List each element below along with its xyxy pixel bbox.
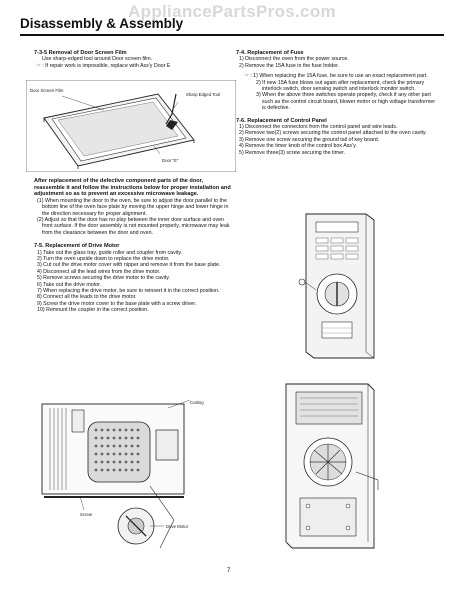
fuse-step: 2) Remove the 15A fuse in the fuse holde… — [239, 62, 340, 69]
drive-motor-step: 7) When replacing the drive motor, be su… — [37, 288, 220, 295]
control-panel-front-figure — [298, 213, 375, 359]
drive-motor-step: 2) Turn the oven upside down to replace … — [37, 256, 170, 263]
fuse-note: 2) If new 15A fuse blows out again after… — [256, 79, 425, 93]
page-title: Disassembly & Assembly — [20, 16, 184, 31]
drive-motor-step: 1) Take out the glass tray, guide roller… — [37, 249, 183, 256]
control-panel-step: 1) Disconnect the connectors from the co… — [239, 124, 398, 131]
control-panel-step: 2) Remove two(2) screws securing the con… — [239, 130, 427, 137]
drive-motor-step: 8) Connect all the leads to the drive mo… — [37, 294, 137, 301]
label-cutting: Cutting — [190, 400, 204, 405]
drive-motor-figure: Cutting Screw Drive Motor — [41, 400, 204, 549]
right-column: 7-4. Replacement of Fuse 1) Disconnect t… — [236, 48, 436, 156]
fuse-note: 3) When the above three switches operate… — [256, 92, 436, 112]
drive-motor-step: 6) Take out the drive motor. — [37, 281, 102, 288]
drive-motor-step: 3) Cut out the drive motor cover with ni… — [37, 262, 221, 269]
label-door-e: Door "E" — [162, 158, 179, 163]
label-drive-motor: Drive Motor — [166, 524, 189, 529]
reassembly-notice: After replacement of the defective compo… — [34, 178, 231, 198]
door-screen-film-figure: Door Screen Film Sharp Edged Tool Door "… — [26, 80, 236, 172]
fuse-step: 1) Disconnect the oven from the power so… — [239, 56, 349, 63]
drive-motor-step: 5) Remove screws securing the drive moto… — [37, 275, 170, 282]
label-door-screen-film: Door Screen Film — [30, 88, 64, 93]
section-74-heading: 7-4. Replacement of Fuse — [236, 50, 304, 56]
page-number: 7 — [227, 568, 231, 574]
title-rule — [20, 34, 444, 36]
drive-motor-step: 9) Screw the drive motor cover to the ba… — [37, 300, 197, 307]
section-76-heading: 7-6. Replacement of Control Panel — [236, 117, 327, 124]
label-screw: Screw — [80, 512, 93, 517]
drive-motor-step: 4) Disconnect all the lead wires from th… — [37, 268, 161, 275]
section-735-heading: 7-3-5 Removal of Door Screen Film — [34, 50, 127, 56]
notice-item: (1) When mounting the door to the oven, … — [37, 197, 229, 217]
drive-motor-step: 10) Remount the coupler in the correct p… — [37, 307, 149, 314]
control-panel-step: 5) Remove three(3) screw securing the ti… — [239, 149, 345, 156]
section-75-heading: 7-5. Replacement of Drive Motor — [34, 243, 120, 250]
control-panel-rear-figure — [285, 383, 379, 549]
left-column-lower: After replacement of the defective compo… — [34, 178, 234, 314]
control-panel-step: 4) Remove the timer knob of the control … — [239, 143, 357, 150]
watermark: AppliancePartsPros.com — [128, 2, 336, 21]
fuse-note: ☞ : 1) When replacing the 15A fuse, be s… — [244, 73, 428, 80]
label-sharp-edged-tool: Sharp Edged Tool — [186, 92, 220, 97]
section-735-note: ☞ : If repair work is impossible, replac… — [36, 62, 171, 69]
control-panel-step: 3) Remove one screw securing the ground … — [239, 136, 380, 143]
left-column: 7-3-5 Removal of Door Screen Film Use sh… — [34, 48, 230, 69]
section-735-text: Use sharp-edged tool around Door screen … — [42, 56, 153, 63]
notice-item: (2) Adjust so that the door has no play … — [37, 217, 230, 236]
